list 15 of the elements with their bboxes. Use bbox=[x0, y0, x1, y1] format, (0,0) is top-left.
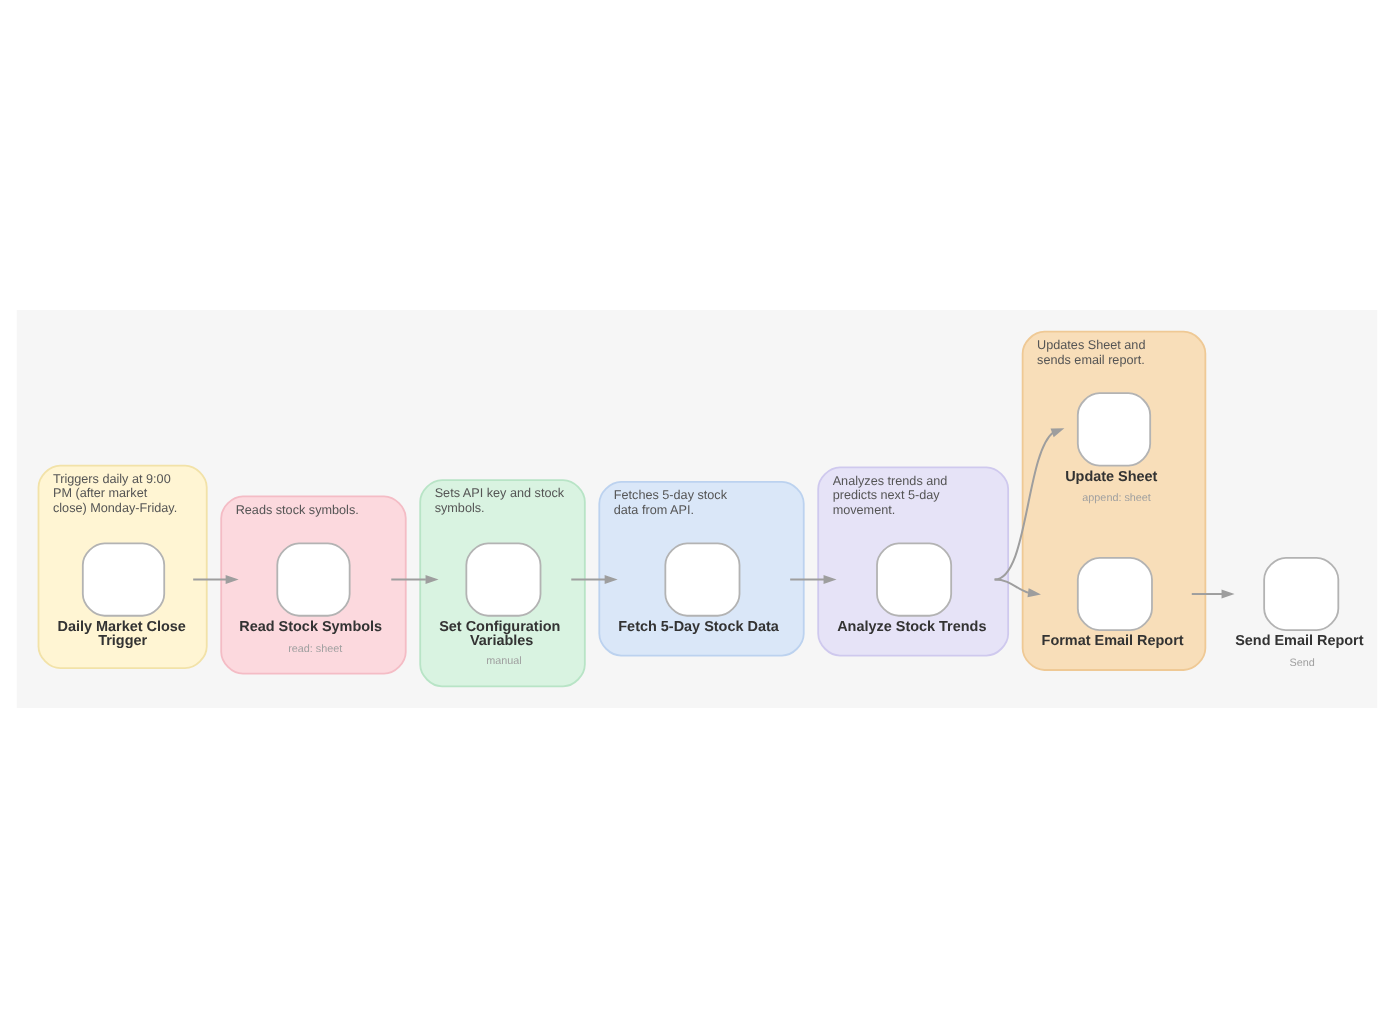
arrow bbox=[789, 575, 837, 585]
arrow bbox=[1190, 589, 1235, 599]
arrow bbox=[993, 578, 1041, 598]
node-label: Send Email Report bbox=[1235, 631, 1364, 650]
node-label: Daily Market Close Trigger bbox=[57, 616, 186, 650]
node-label: Format Email Report bbox=[1041, 631, 1184, 650]
node-label: Analyze Stock Trends bbox=[837, 616, 987, 635]
arrow bbox=[192, 575, 239, 585]
node-label: Read Stock Symbols bbox=[239, 616, 383, 635]
node-label: Update Sheet bbox=[1065, 466, 1158, 485]
node-label: Set Configuration Variables bbox=[439, 616, 561, 650]
arrow bbox=[570, 575, 618, 585]
arrow bbox=[390, 575, 439, 585]
node-label: Fetch 5-Day Stock Data bbox=[618, 616, 779, 635]
arrow bbox=[993, 428, 1065, 581]
